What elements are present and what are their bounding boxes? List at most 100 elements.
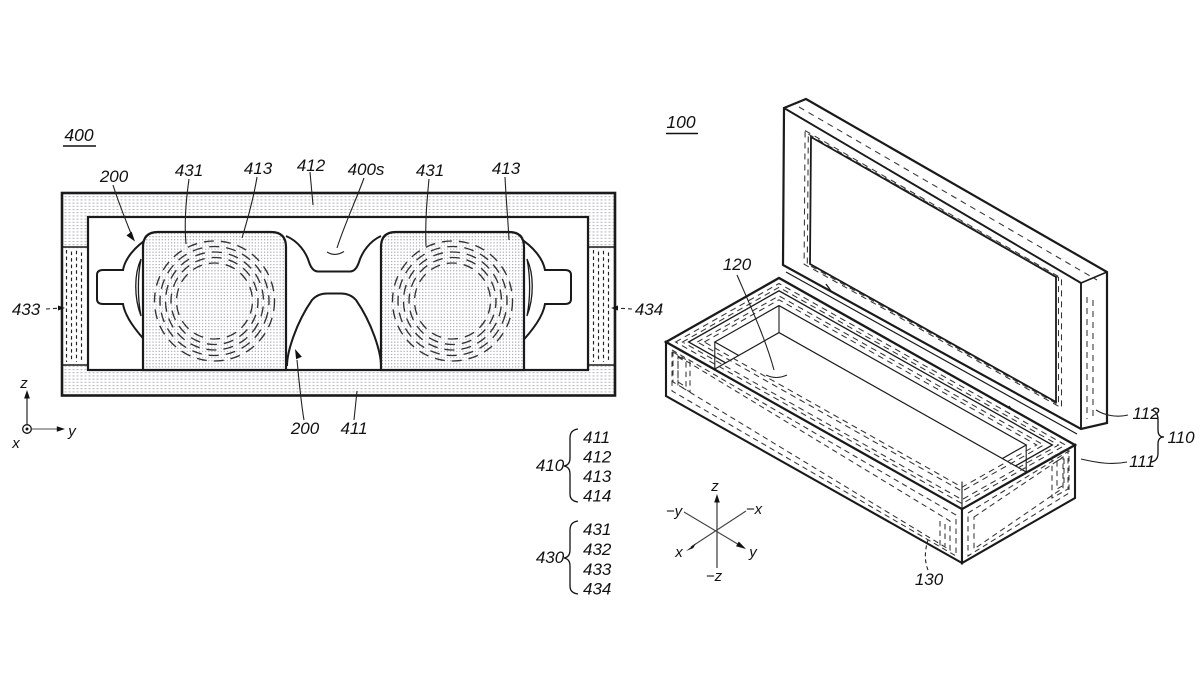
tick-400s [326, 251, 345, 255]
label-434: 434 [635, 300, 663, 319]
ref-group-430: 430 431 432 433 434 [536, 520, 612, 599]
figure-400: 400 200 431 413 412 400s 431 413 433 434… [11, 125, 663, 599]
axis-x-label: x [11, 435, 20, 452]
temple-fill [518, 237, 571, 346]
label-110: 110 [1167, 428, 1195, 447]
y-axis-arrow [56, 426, 65, 432]
ref-group-430-brace [563, 520, 579, 595]
ref-item: 432 [583, 540, 612, 559]
lens-panel-right [379, 230, 526, 372]
coil-strip-434 [588, 246, 615, 366]
arrow-200-top [126, 231, 135, 242]
lens-coil-right [391, 240, 514, 362]
lens-panel-left [141, 230, 288, 372]
label-413-right: 413 [492, 159, 521, 178]
axis-y-label: y [748, 544, 758, 561]
hinge-tick [825, 283, 832, 292]
axis-x-label: x [674, 544, 683, 561]
label-431-right: 431 [416, 161, 444, 180]
leader-200-top [112, 184, 133, 237]
coil-dashes [65, 250, 83, 362]
label-130: 130 [915, 570, 944, 589]
figure-400-title: 400 [64, 125, 93, 145]
figure-100-title: 100 [666, 112, 695, 132]
glasses-bridge-top [285, 235, 382, 273]
leader-433 [45, 307, 63, 310]
ref-group-410-label: 410 [536, 456, 565, 475]
x-axis-line [690, 510, 747, 548]
z-axis-arrow [714, 494, 720, 503]
ref-group-410-brace [563, 428, 579, 503]
coil-strip-433-bg [63, 248, 87, 364]
front-right-coil [967, 447, 1070, 557]
axis-z-label: z [710, 478, 719, 495]
lid-hinge-line [785, 271, 1078, 435]
y-axis-arrow [736, 541, 746, 549]
y-axis-line [683, 511, 742, 547]
lid-inner-panel [809, 135, 1057, 404]
leader-431-right [425, 178, 430, 247]
coil-strip-433 [62, 246, 88, 366]
ref-group-410: 410 411 412 413 414 [536, 428, 612, 506]
x-axis-arrow [686, 543, 696, 551]
axis-indicator-right: z −z x y −y −x [666, 478, 763, 585]
ref-item: 414 [583, 487, 611, 506]
leader-111 [1080, 458, 1128, 464]
leader-130 [924, 539, 929, 571]
leader-arrowheads-400 [58, 231, 618, 360]
leader-413-right [504, 176, 510, 241]
tick-120 [765, 374, 788, 379]
lid-corner-facet [1080, 271, 1108, 284]
glasses-nose-curve [286, 292, 382, 367]
axis-indicator-left: z y x [11, 375, 77, 452]
axis-z-label: z [19, 375, 28, 392]
ref-item: 434 [583, 580, 611, 599]
leader-lines-400 [45, 171, 633, 421]
brace-110 [1150, 409, 1165, 463]
temple-tip [135, 258, 142, 317]
case-lid [781, 97, 1109, 435]
leader-413-left [241, 176, 258, 239]
temple-tip [526, 258, 533, 317]
ref-item: 431 [583, 520, 611, 539]
leader-412 [309, 171, 314, 206]
leader-411 [353, 390, 358, 421]
leader-431-left [184, 178, 190, 245]
temple-outline [517, 236, 572, 347]
label-112: 112 [1132, 404, 1160, 423]
ref-item: 413 [583, 467, 612, 486]
lens-coil-left [153, 240, 276, 362]
arrow-433 [58, 305, 65, 311]
coil-dashes [592, 250, 610, 362]
arrow-434 [611, 305, 618, 311]
z-axis-arrow [24, 390, 30, 399]
lid-coil-loops [798, 106, 1098, 419]
ref-item: 411 [583, 428, 610, 447]
x-axis-dot [25, 427, 29, 431]
temple-outline [96, 236, 151, 347]
glasses-temple-right [517, 236, 572, 347]
axis-neg-y-label: −y [666, 503, 684, 520]
label-411: 411 [340, 419, 367, 438]
label-400s: 400s [348, 160, 385, 179]
label-413-left: 413 [244, 159, 273, 178]
figure-100: 100 120 112 110 111 130 z −z x y −y −x [663, 97, 1195, 589]
leader-400s [336, 177, 365, 249]
ref-item: 412 [583, 448, 612, 467]
label-412: 412 [297, 156, 326, 175]
front-left-coil [671, 349, 957, 557]
leader-200-bottom [296, 359, 305, 421]
case-base [663, 276, 1078, 565]
glasses-temple-left [96, 236, 151, 347]
label-200-bottom: 200 [290, 419, 320, 438]
leader-112 [1095, 409, 1129, 417]
label-433: 433 [12, 300, 41, 319]
arrow-200-bottom [295, 349, 302, 360]
leader-lines-100 [736, 274, 1165, 571]
label-431-left: 431 [175, 161, 203, 180]
axis-neg-z-label: −z [706, 568, 723, 585]
leader-120 [736, 274, 775, 371]
ref-group-430-label: 430 [536, 548, 565, 567]
